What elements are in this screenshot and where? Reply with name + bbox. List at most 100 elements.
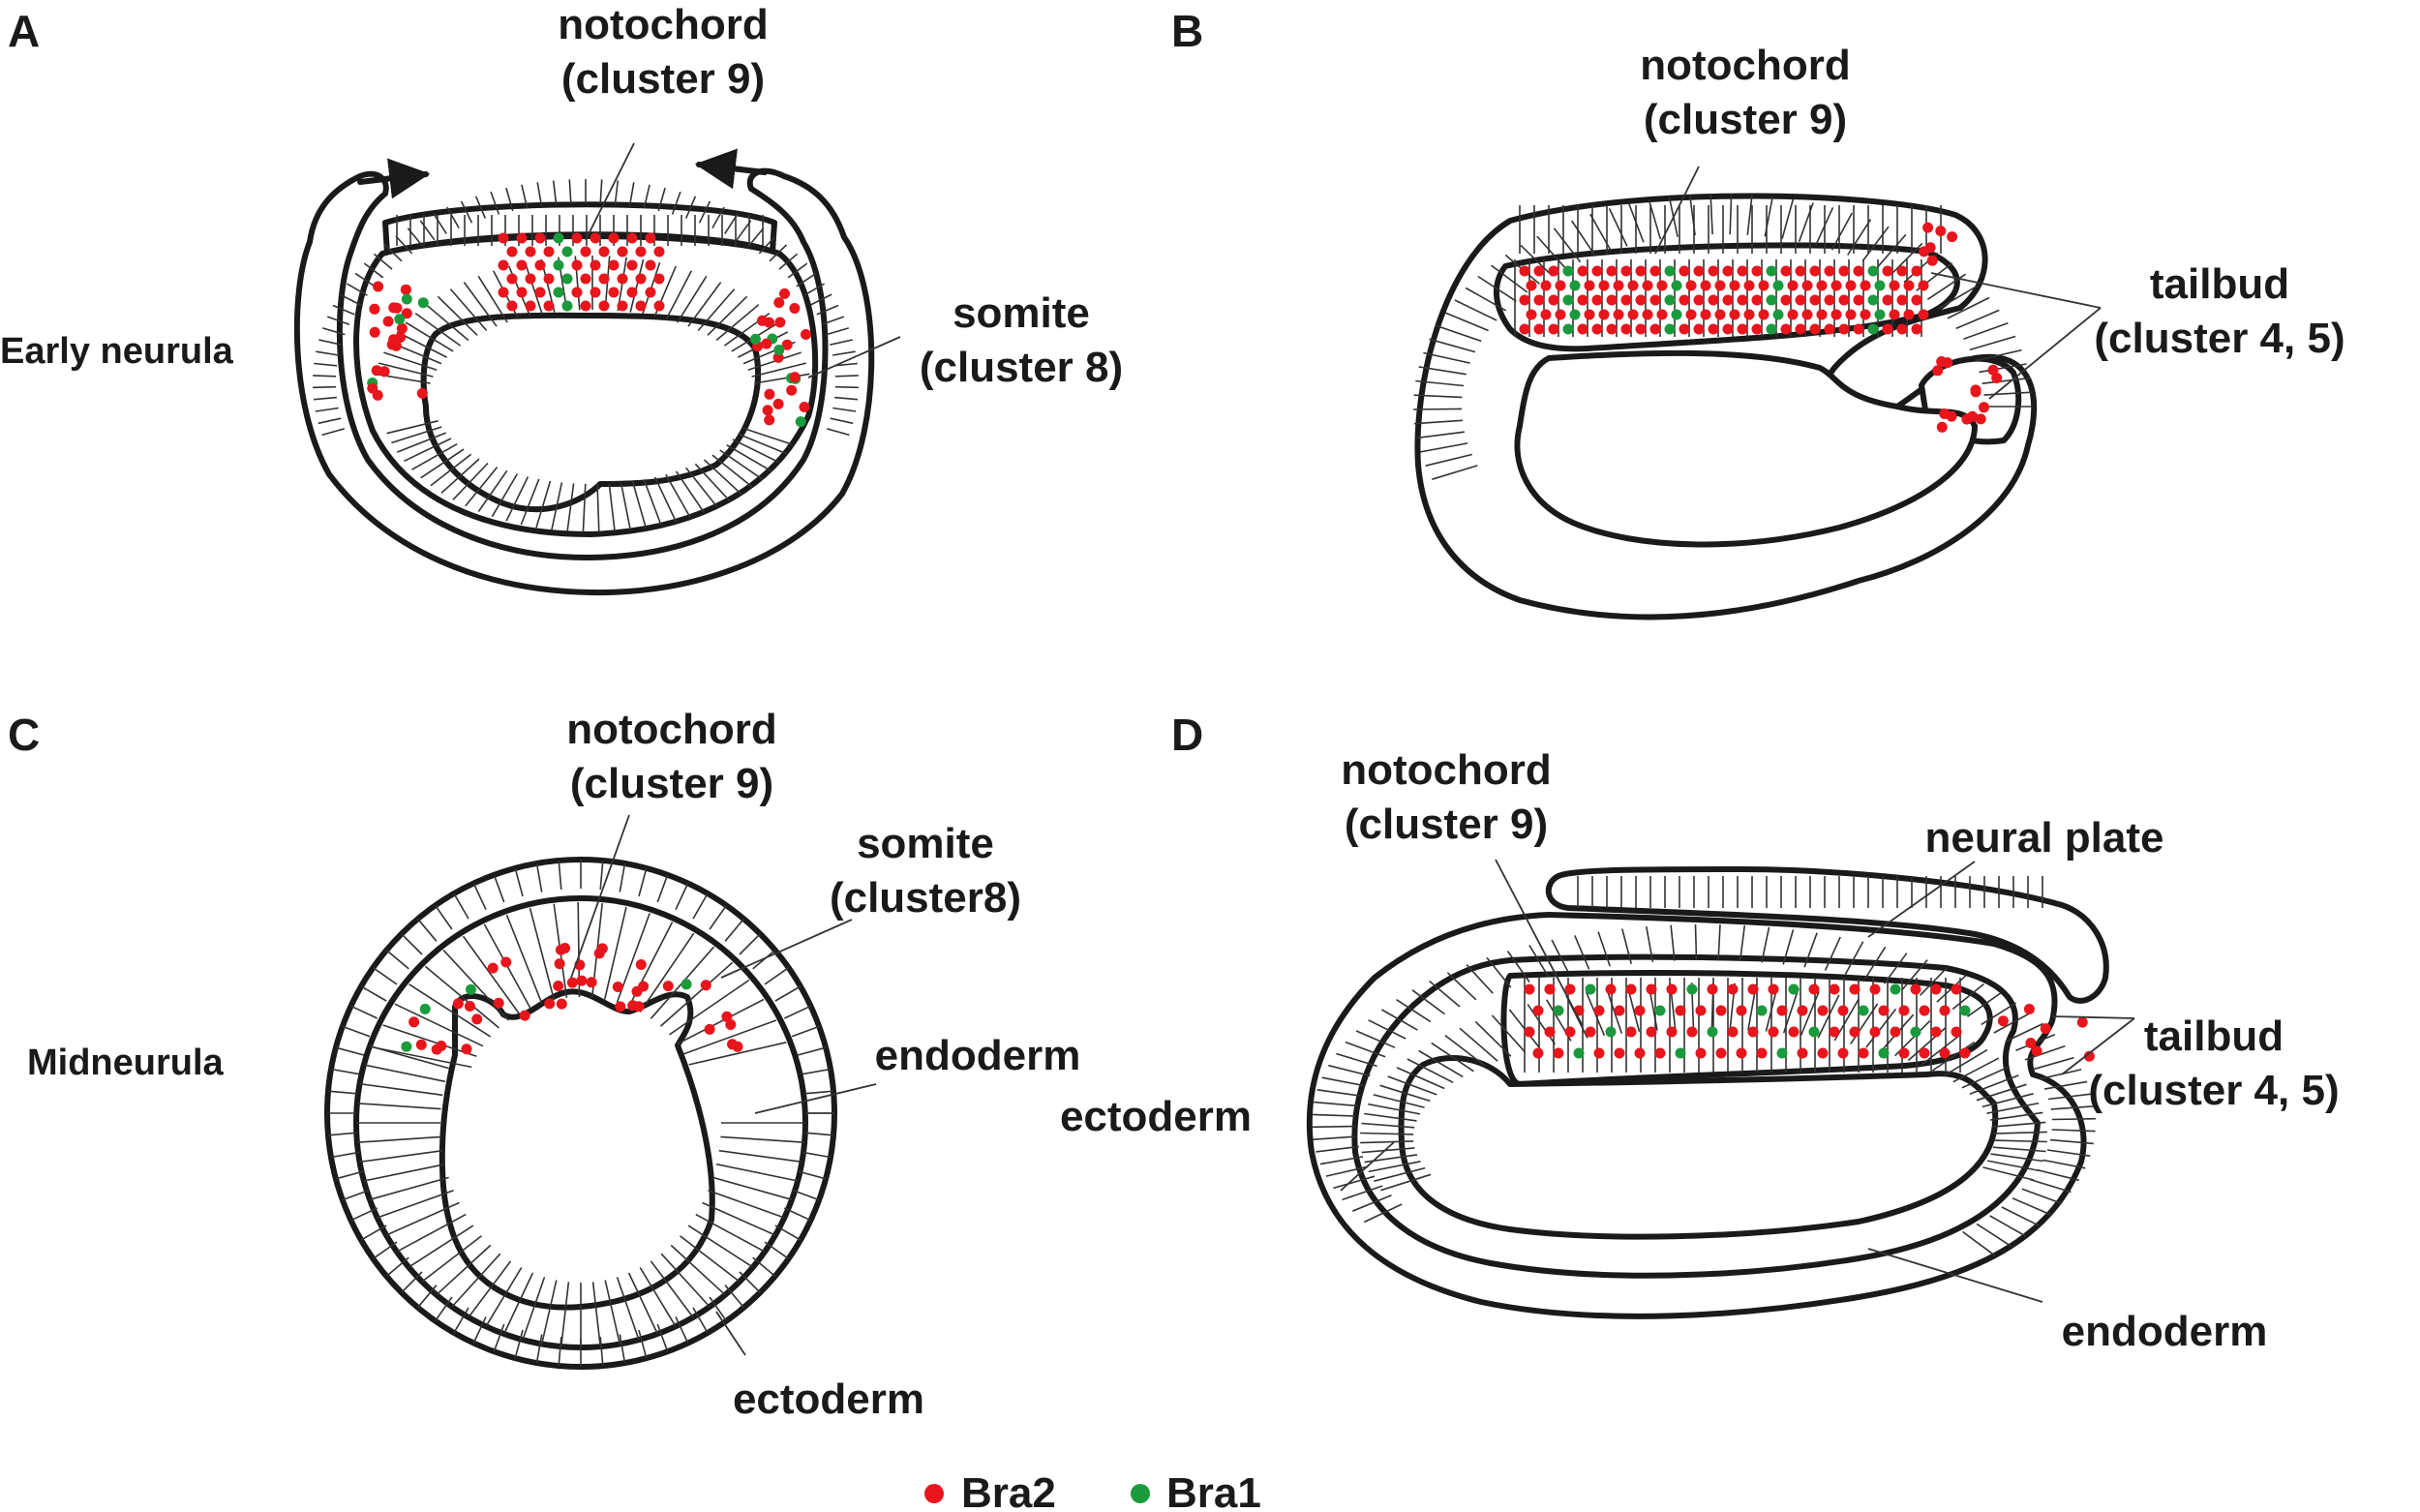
cell-wall <box>653 476 678 523</box>
cell-wall <box>1864 946 1887 980</box>
bra2-dot <box>1679 323 1690 335</box>
bra2-dot <box>1666 1026 1678 1038</box>
bra2-dot <box>635 300 647 312</box>
cell-wall <box>724 918 745 942</box>
bra2-dot <box>1577 323 1588 335</box>
cell-wall <box>1986 1102 2040 1114</box>
cell-wall <box>1943 1048 1988 1077</box>
bra1-dot <box>553 232 564 244</box>
cell-wall <box>1363 1203 1403 1224</box>
cell-wall <box>1444 1034 1486 1067</box>
bra2-dot <box>1564 1026 1576 1038</box>
cell-wall <box>421 1235 482 1283</box>
bra2-dot <box>596 943 608 954</box>
label-somite-cluster-a: (cluster 8) <box>920 344 1123 391</box>
bra2-dot <box>571 287 583 298</box>
bra2-dot <box>395 332 407 343</box>
bra1-dot <box>749 333 761 345</box>
bra2-dot <box>1605 983 1617 995</box>
bra1-dot <box>553 259 564 271</box>
cell-wall <box>435 904 453 930</box>
cell-wall <box>1431 1042 1474 1073</box>
bra2-dot <box>487 962 499 974</box>
bra2-dot <box>498 287 509 298</box>
bra2-dot <box>369 326 380 338</box>
cell-wall <box>1379 1084 1431 1103</box>
cell-wall <box>493 874 505 903</box>
bra2-dot <box>1598 280 1610 291</box>
bra1-dot <box>1867 323 1879 335</box>
bra2-dot <box>1634 1005 1646 1016</box>
cell-wall <box>1844 941 1864 975</box>
cell-wall <box>373 1046 472 1069</box>
bra2-dot <box>1533 265 1545 277</box>
cell-wall <box>616 1277 640 1341</box>
bra2-dot <box>506 300 518 312</box>
bra2-dot <box>1951 983 1962 995</box>
cell-wall <box>830 417 854 425</box>
bra1-dot <box>1878 1047 1890 1059</box>
cell-wall <box>1373 1094 1425 1108</box>
cell-wall <box>1876 233 1907 268</box>
cell-wall <box>677 998 765 1045</box>
bra2-dot <box>534 259 546 271</box>
cell-wall <box>1830 212 1854 251</box>
bra2-dot <box>1768 1026 1779 1038</box>
cell-wall <box>802 1151 832 1159</box>
cell-wall <box>1413 394 1463 399</box>
bra2-dot <box>2040 1023 2051 1035</box>
cell-wall <box>1466 964 1494 994</box>
cell-wall <box>566 483 575 532</box>
bra2-dot <box>1533 323 1545 335</box>
cell-wall <box>1571 220 1596 257</box>
bra2-dot <box>1708 294 1719 306</box>
cell-wall <box>1861 226 1890 262</box>
cell-wall <box>1325 1165 1369 1177</box>
stage-label-early-neurula: Early neurula <box>0 331 234 372</box>
cell-wall <box>414 312 462 347</box>
bra2-dot <box>471 1013 483 1025</box>
cell-wall <box>680 1235 741 1283</box>
cell-wall <box>514 1329 524 1359</box>
bra2-dot <box>516 259 528 271</box>
bra2-dot <box>1911 294 1922 306</box>
bra2-dot <box>519 1010 530 1021</box>
bra1-dot <box>1766 323 1777 335</box>
cell-wall <box>833 362 858 367</box>
cell-wall <box>778 253 799 270</box>
bra2-dot <box>1845 280 1857 291</box>
bra2-dot <box>1693 294 1705 306</box>
bra2-dot <box>556 998 567 1010</box>
bra2-dot <box>1722 294 1734 306</box>
bra2-dot <box>1751 323 1763 335</box>
bra2-dot <box>1532 1005 1544 1016</box>
cell-wall <box>451 1253 501 1308</box>
cell-wall <box>342 1025 371 1038</box>
bra2-dot <box>1809 323 1821 335</box>
cell-wall <box>774 985 802 1002</box>
bra2-dot <box>560 943 571 953</box>
bra1-dot <box>1772 280 1784 291</box>
bra2-dot <box>1736 1005 1747 1016</box>
bra2-dot <box>1795 323 1806 335</box>
bra2-dot <box>1524 1026 1535 1038</box>
cell-wall <box>314 362 338 367</box>
cell-wall <box>1963 322 2009 340</box>
leader-line-notochord-a <box>585 142 635 241</box>
bra2-dot <box>543 246 555 257</box>
cell-wall <box>599 860 604 890</box>
bra2-dot <box>1849 1026 1860 1038</box>
bra2-dot <box>653 273 665 285</box>
cell-wall <box>692 892 709 920</box>
bra2-dot <box>1649 294 1661 306</box>
cell-wall <box>614 180 620 205</box>
label-neural-plate-d: neural plate <box>1925 814 2164 862</box>
cell-wall <box>639 1267 677 1327</box>
cell-wall <box>619 862 626 892</box>
cell-wall <box>1321 1076 1365 1087</box>
cell-wall <box>726 444 772 472</box>
cell-wall <box>430 453 472 487</box>
cell-wall <box>327 1132 357 1136</box>
cell-wall <box>1992 1121 2046 1128</box>
bra2-dot <box>2025 1038 2037 1048</box>
